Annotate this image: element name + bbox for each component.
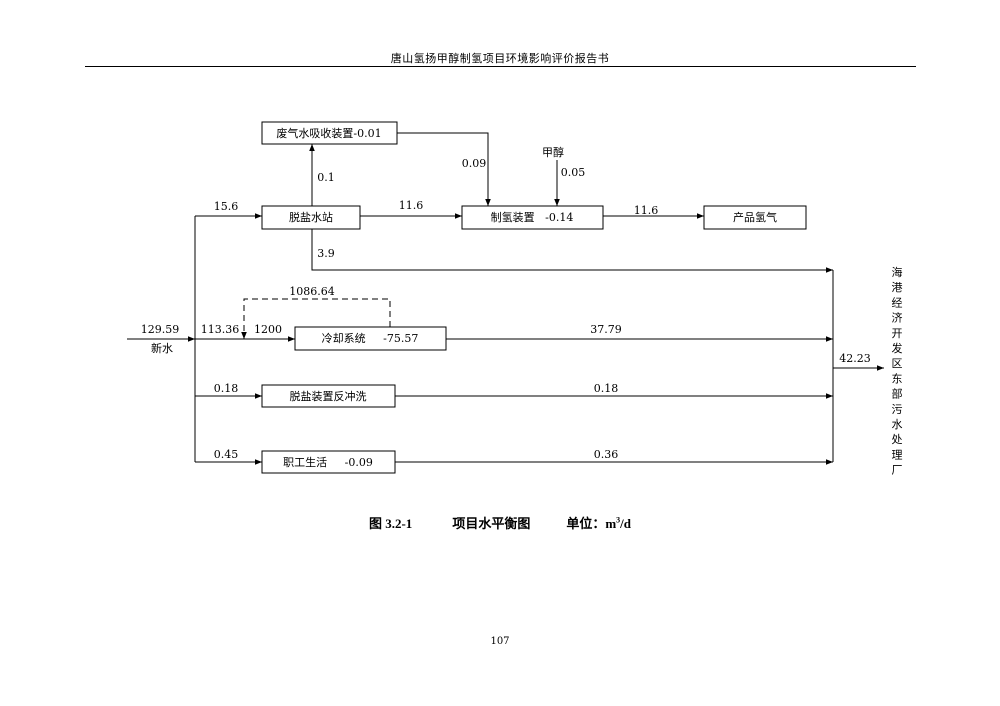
value-fresh-in: 129.59: [141, 323, 180, 336]
value-methanol-in: 0.05: [561, 166, 586, 179]
value-total-discharge: 42.23: [839, 352, 871, 365]
label-product: 产品氢气: [733, 210, 777, 224]
page-header: 唐山氢扬甲醇制氢项目环境影响评价报告书: [390, 52, 610, 65]
flow-desal-discharge: [311, 229, 833, 273]
value-to-backwash: 0.18: [214, 382, 239, 395]
label-cooling: 冷却系统 -75.57: [322, 332, 419, 345]
box-desalination: [261, 205, 361, 230]
label-backwash: 脱盐装置反冲洗: [290, 389, 367, 403]
caption-unit-suffix: /d: [620, 516, 632, 531]
caption-figure-no: 图 3.2-1: [368, 516, 413, 531]
label-staff: 职工生活 -0.09: [283, 455, 373, 469]
flow-absorber-to-h2: [397, 132, 491, 206]
value-to-staff: 0.45: [214, 448, 239, 461]
caption-title: 项目水平衡图: [452, 516, 531, 531]
caption-unit-sup: 3: [616, 515, 621, 525]
label-methanol: 甲醇: [542, 145, 564, 159]
box-hydrogen-unit: [461, 205, 604, 230]
box-product: [703, 205, 807, 230]
value-cooling-out: 37.79: [590, 323, 622, 336]
value-staff-out: 0.36: [594, 448, 619, 461]
label-hydrogen-unit: 制氢装置 -0.14: [491, 210, 574, 224]
value-main-header: 113.36: [201, 323, 240, 336]
value-desal-to-absorber: 0.1: [317, 171, 335, 184]
label-exhaust-absorber: 废气水吸收装置-0.01: [276, 126, 381, 140]
label-wwtp: 海港经济开发区东部污水处理厂: [892, 265, 903, 477]
caption-unit-prefix: 单位：m: [566, 516, 617, 531]
value-backwash-out: 0.18: [594, 382, 619, 395]
value-to-desal: 15.6: [214, 200, 239, 213]
caption-unit: 单位：m3/d: [566, 513, 631, 532]
value-desal-to-h2: 11.6: [399, 199, 424, 212]
value-h2-to-product: 11.6: [634, 204, 659, 217]
value-recirculation: 1086.64: [289, 285, 335, 298]
figure-caption: 图 3.2-1 项目水平衡图 单位：m3/d: [0, 513, 1000, 532]
value-cooling-in: 1200: [254, 323, 282, 336]
value-desal-discharge: 3.9: [317, 247, 335, 260]
page-number: 107: [490, 636, 510, 647]
value-absorber-to-h2: 0.09: [462, 157, 487, 170]
flow-recirculation: [241, 298, 391, 339]
label-fresh-water: 新水: [151, 341, 173, 355]
label-desalination: 脱盐水站: [289, 210, 333, 224]
header-rule: [85, 66, 916, 67]
